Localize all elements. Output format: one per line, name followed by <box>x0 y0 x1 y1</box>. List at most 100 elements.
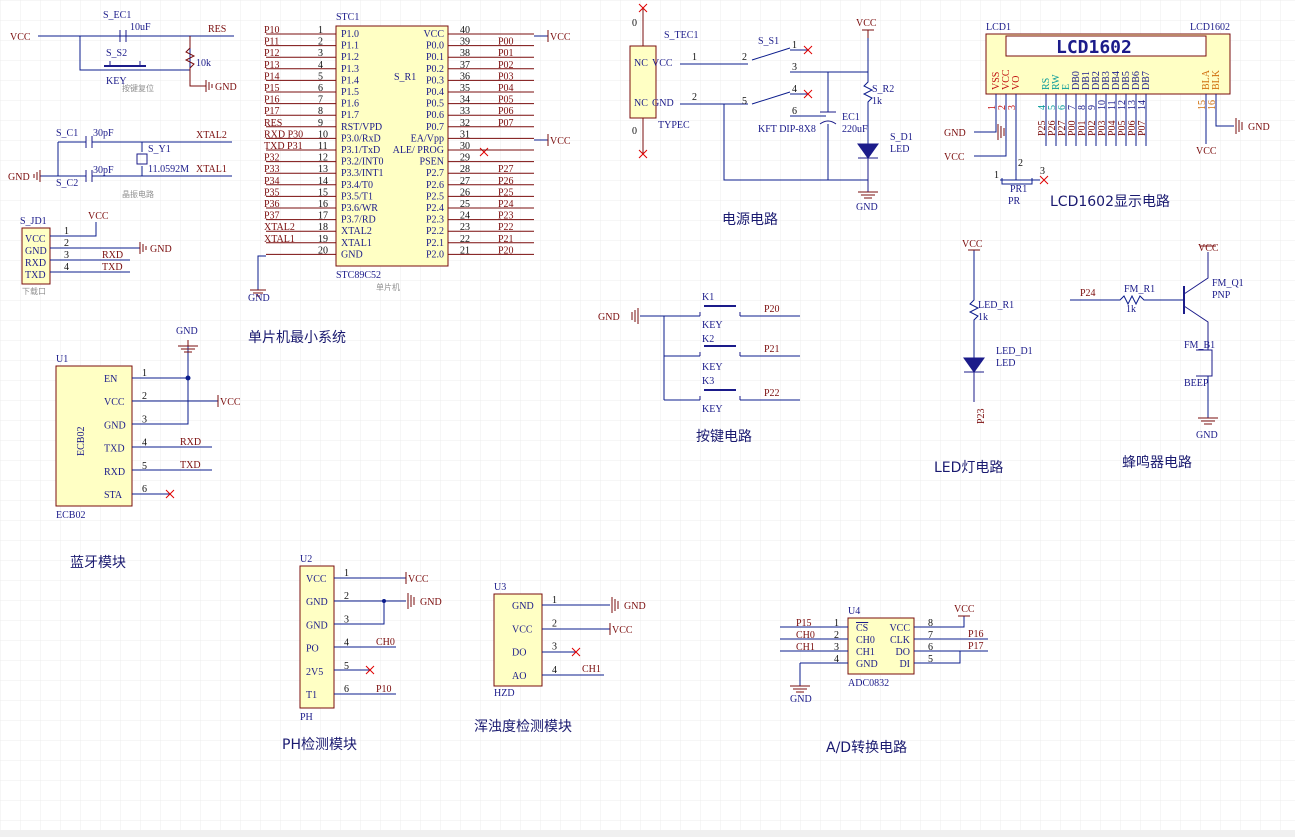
key2-value: KEY <box>702 362 723 373</box>
mcu-pin-name: P2.2 <box>426 226 444 237</box>
mcu-pin-number: 18 <box>318 222 328 233</box>
buzzer-net: P24 <box>1080 288 1096 299</box>
buzzer-value: BEEP <box>1184 378 1209 389</box>
mcu-pin-number: 15 <box>318 187 328 198</box>
mcu-pin-net: P01 <box>498 48 514 59</box>
buzzer-resistor-value: 1k <box>1126 304 1136 315</box>
bluetooth-gnd: GND <box>176 326 198 337</box>
mcu-title: 单片机最小系统 <box>248 330 346 346</box>
lcd-pot-n3: 3 <box>1040 166 1045 177</box>
mcu-pin-number: 8 <box>318 106 323 117</box>
adc-pin-number: 6 <box>928 642 933 653</box>
adc-pin-number: 8 <box>928 618 933 629</box>
turbidity-designator: U3 <box>494 582 506 593</box>
mcu-pin-number: 19 <box>318 234 328 245</box>
ph-pin-number: 2 <box>344 591 349 602</box>
download-txd: TXD <box>102 262 123 273</box>
bluetooth-rxd: RXD <box>180 437 201 448</box>
mcu-pin-name: P2.0 <box>426 249 444 260</box>
power-switch-n3: 3 <box>792 62 797 73</box>
mcu-pin-number: 14 <box>318 176 328 187</box>
mcu-pin-number: 27 <box>460 176 470 187</box>
crystal-designator: S_Y1 <box>148 144 171 155</box>
download-rxd: RXD <box>102 250 123 261</box>
mcu-pin-net: P24 <box>498 199 514 210</box>
bluetooth-pin-number: 2 <box>142 391 147 402</box>
mcu-pin-net: P22 <box>498 222 514 233</box>
mcu-pin-net: P14 <box>264 71 280 82</box>
mcu-pin-name: P0.0 <box>426 41 444 52</box>
mcu-rp-label: S_R1 <box>394 72 416 83</box>
mcu-pin-number: 17 <box>318 211 328 222</box>
power-nc-top: NC <box>634 58 648 69</box>
lcd-vcc-bla: VCC <box>1196 146 1217 157</box>
lcd-pin-name: DB7 <box>1141 71 1152 90</box>
mcu-pin-name: P3.5/T1 <box>341 191 373 202</box>
mcu-pin-number: 35 <box>460 83 470 94</box>
mcu-pin-name: P0.4 <box>426 87 444 98</box>
crystal-xtal1-net: XTAL1 <box>196 164 227 175</box>
lcd-gnd-right: GND <box>1248 122 1270 133</box>
turbidity-pin-name: VCC <box>512 624 533 635</box>
key3-designator: K3 <box>702 376 714 387</box>
mcu-pin-net: P00 <box>498 37 514 48</box>
mcu-pin-net: P04 <box>498 83 514 94</box>
power-switch-n2: 2 <box>742 52 747 63</box>
mcu-pin-number: 26 <box>460 187 470 198</box>
mcu-pin-net: RXD P30 <box>264 129 303 140</box>
adc-vcc: VCC <box>954 604 975 615</box>
mcu-pin-net: P34 <box>264 176 280 187</box>
bluetooth-pin-name: TXD <box>104 444 125 455</box>
mcu-pin-number: 29 <box>460 153 470 164</box>
buzzer-resistor-designator: FM_R1 <box>1124 284 1155 295</box>
power-nc-bottom: NC <box>634 98 648 109</box>
mcu-pin-number: 20 <box>318 245 328 256</box>
bluetooth-pin-name: RXD <box>104 467 125 478</box>
power-switch-n1: 1 <box>792 40 797 51</box>
crystal-c2-designator: S_C2 <box>56 178 78 189</box>
ph-pin-number: 5 <box>344 661 349 672</box>
mcu-pin-number: 6 <box>318 83 323 94</box>
mcu-pin-net: P23 <box>498 211 514 222</box>
crystal-value: 11.0592M <box>148 164 189 175</box>
mcu-pin-net: P12 <box>264 48 280 59</box>
mcu-caption: 单片机 <box>376 282 400 292</box>
mcu-pin-net: P32 <box>264 153 280 164</box>
mcu-pin-number: 38 <box>460 48 470 59</box>
mcu-pin-net: P20 <box>498 245 514 256</box>
mcu-pin-number: 23 <box>460 222 470 233</box>
adc-pin-name: CH1 <box>856 647 875 658</box>
ph-pin-number: 4 <box>344 638 349 649</box>
turbidity-pin-number: 4 <box>552 665 557 676</box>
mcu-pin-net: P26 <box>498 176 514 187</box>
lcd-vcc: VCC <box>944 152 965 163</box>
mcu-pin-number: 9 <box>318 118 323 129</box>
adc-gnd: GND <box>790 694 812 705</box>
mcu-pin-net: P33 <box>264 164 280 175</box>
adc-p16: P16 <box>968 629 984 640</box>
mcu-pin-name: P1.7 <box>341 110 359 121</box>
mcu-pin-name: P0.3 <box>426 75 444 86</box>
download-num-2: 2 <box>64 238 69 249</box>
reset-switch-designator: S_S2 <box>106 48 127 59</box>
power-pin1: 1 <box>692 52 697 63</box>
led-resistor-value: 1k <box>978 312 988 323</box>
key1-value: KEY <box>702 320 723 331</box>
adc-pin-net: P15 <box>796 618 812 629</box>
ph-pin-name: 2V5 <box>306 667 323 678</box>
mcu-pin-net: XTAL1 <box>264 234 295 245</box>
mcu-pin-name: ALE/ PROG <box>393 145 444 156</box>
mcu-pin-name: P1.1 <box>341 41 359 52</box>
ph-pin-number: 3 <box>344 614 349 625</box>
reset-cap-designator: S_EC1 <box>103 10 131 21</box>
mcu-pin-name: P1.5 <box>341 87 359 98</box>
mcu-pin-number: 30 <box>460 141 470 152</box>
power-led-value: LED <box>890 144 909 155</box>
bluetooth-pin-number: 3 <box>142 414 147 425</box>
download-pin-2: GND <box>25 246 47 257</box>
key2-designator: K2 <box>702 334 714 345</box>
turbidity-title: 浑浊度检测模块 <box>474 719 572 735</box>
mcu-pin-name: EA/Vpp <box>411 133 444 144</box>
led-designator: LED_D1 <box>996 346 1033 357</box>
mcu-pin-net: P16 <box>264 95 280 106</box>
